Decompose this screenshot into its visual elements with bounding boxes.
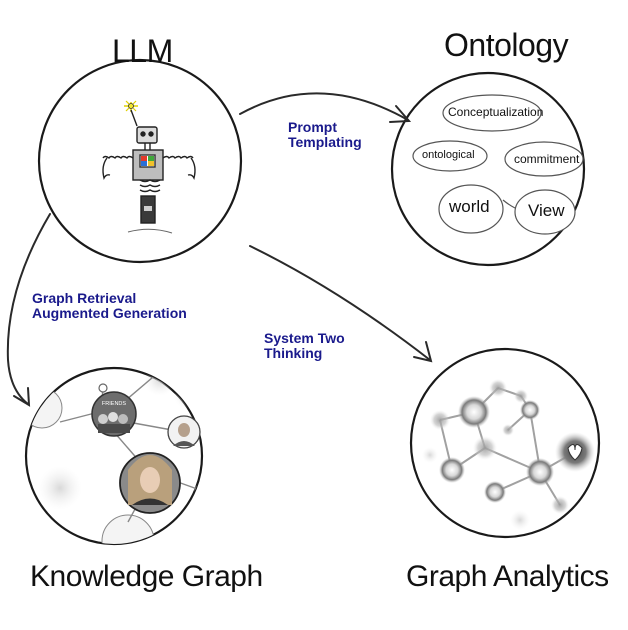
concept-bubble-conceptualization: [442, 94, 542, 132]
concept-commitment: commitment: [514, 152, 580, 166]
edge-label-graph-retrieval-line2: Augmented Generation: [32, 305, 187, 321]
friends-photo: FRIENDS: [91, 391, 137, 437]
concept-ontological: ontological: [422, 149, 475, 161]
graph-analytics-node: [409, 347, 601, 539]
concept-bubble-commitment: [504, 141, 584, 177]
concept-link: [502, 199, 516, 209]
concept-conceptualization: Conceptualization: [448, 105, 544, 119]
arrow-llm-to-ontology: [239, 92, 409, 121]
arrowhead-graph-analytics: [413, 341, 433, 363]
robot-icon: [102, 100, 196, 234]
arrowhead-knowledge-graph: [13, 387, 31, 407]
arrowhead-ontology: [389, 105, 412, 123]
llm-node: [37, 58, 243, 264]
knowledge-graph-node: FRIENDS: [24, 366, 204, 546]
friends-badge-text: FRIENDS: [102, 401, 126, 407]
concept-bubble-ontological: [412, 140, 488, 172]
arrow-llm-to-graph-analytics: [249, 245, 431, 361]
edge-label-graph-retrieval: Graph Retrieval Augmented Generation: [32, 291, 187, 321]
person-photo-large: [119, 452, 181, 514]
graph-analytics-title: Graph Analytics: [406, 560, 609, 593]
edge-label-system-two-line2: Thinking: [264, 345, 323, 361]
edge-label-system-two: System Two Thinking: [264, 331, 345, 361]
edge-label-system-two-line1: System Two: [264, 330, 345, 346]
heart-icon: [567, 444, 583, 461]
edge-label-prompt-templating: Prompt Templating: [288, 120, 362, 150]
edge-label-graph-retrieval-line1: Graph Retrieval: [32, 290, 137, 306]
ontology-node: [390, 71, 586, 267]
edge-label-prompt-templating-line2: Templating: [288, 134, 362, 150]
concept-world: world: [449, 197, 490, 216]
concept-view: View: [528, 201, 565, 220]
llm-title: LLM: [112, 33, 173, 69]
edge-label-prompt-templating-line1: Prompt: [288, 119, 337, 135]
concept-bubble-world: [438, 184, 504, 234]
arrow-llm-to-knowledge-graph: [6, 213, 51, 405]
ontology-title: Ontology: [444, 27, 569, 63]
knowledge-graph-title: Knowledge Graph: [30, 560, 263, 593]
person-photo-small: [167, 415, 201, 449]
concept-bubble-view: [514, 189, 576, 235]
